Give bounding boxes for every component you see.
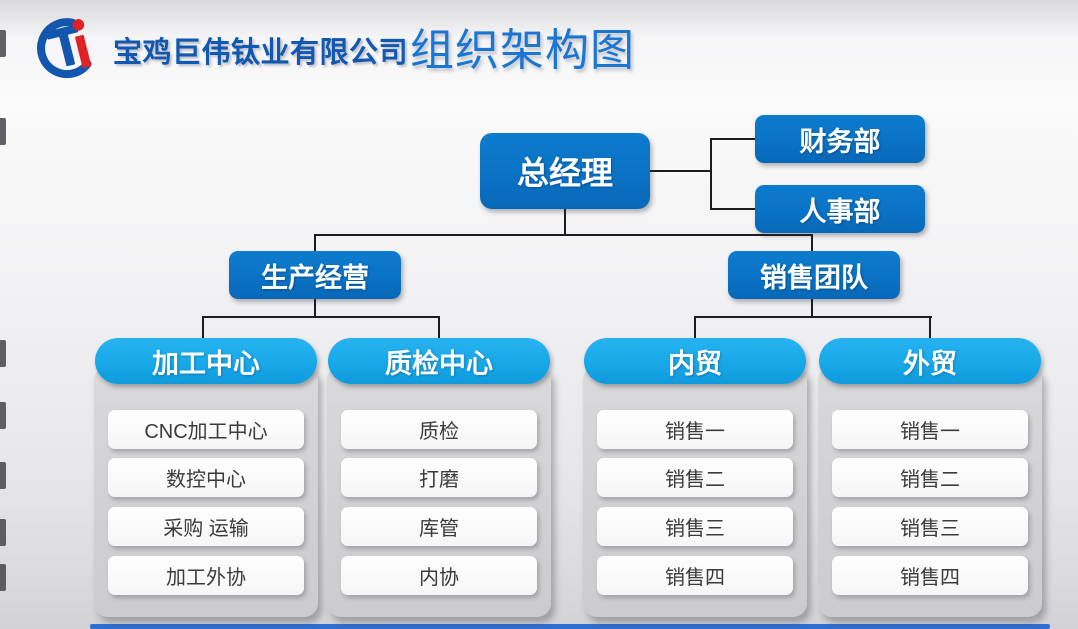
- column-foreign-trade: 外贸 销售一 销售二 销售三 销售四: [818, 338, 1042, 617]
- left-edge-artifact: [0, 564, 6, 591]
- org-node-general-manager: 总经理: [480, 133, 650, 209]
- org-node-hr-dept: 人事部: [755, 185, 925, 233]
- connector-production-down: [314, 299, 316, 318]
- company-name: 宝鸡巨伟钛业有限公司: [113, 37, 409, 69]
- org-item: 库管: [341, 507, 537, 546]
- connector-machining-down: [202, 318, 204, 339]
- left-edge-artifact: [0, 402, 6, 429]
- org-item: 数控中心: [108, 458, 304, 497]
- page-title: 组织架构图: [410, 26, 635, 75]
- connector-foreign-down: [929, 318, 931, 339]
- column-quality-center: 质检中心 质检 打磨 库管 内协: [327, 338, 551, 617]
- footer-accent-bar: [90, 624, 1050, 629]
- group-header-machining-center: 加工中心: [95, 338, 317, 384]
- left-edge-artifact: [0, 118, 6, 145]
- org-item: 销售三: [832, 507, 1028, 546]
- org-item: 质检: [341, 410, 537, 449]
- org-item: CNC加工中心: [108, 410, 304, 449]
- connector-branch-right-down: [811, 236, 813, 251]
- company-logo-icon: [37, 18, 92, 79]
- left-edge-artifact: [0, 30, 6, 57]
- org-node-finance-dept: 财务部: [755, 115, 925, 163]
- left-edge-artifact: [0, 462, 6, 489]
- connector-production-horizontal: [202, 316, 440, 318]
- org-item: 销售四: [597, 556, 793, 595]
- org-item: 内协: [341, 556, 537, 595]
- org-node-sales-team: 销售团队: [728, 251, 900, 299]
- connector-domestic-down: [694, 318, 696, 339]
- connector-to-hr: [712, 208, 756, 210]
- column-machining-center: 加工中心 CNC加工中心 数控中心 采购 运输 加工外协: [94, 338, 318, 617]
- group-header-foreign-trade: 外贸: [819, 338, 1041, 384]
- connector-root-down: [564, 209, 566, 235]
- connector-to-finance: [712, 138, 756, 140]
- column-domestic-trade: 内贸 销售一 销售二 销售三 销售四: [583, 338, 807, 617]
- org-item: 销售一: [597, 410, 793, 449]
- connector-sales-down: [811, 299, 813, 318]
- org-item: 销售一: [832, 410, 1028, 449]
- org-item: 打磨: [341, 458, 537, 497]
- group-header-quality-center: 质检中心: [328, 338, 550, 384]
- left-edge-artifact: [0, 340, 6, 367]
- org-item: 销售二: [597, 458, 793, 497]
- org-item: 加工外协: [108, 556, 304, 595]
- connector-qc-down: [438, 318, 440, 339]
- org-item: 销售二: [832, 458, 1028, 497]
- org-node-production-operations: 生产经营: [229, 251, 401, 299]
- org-item: 销售四: [832, 556, 1028, 595]
- connector-branch-horizontal: [314, 234, 813, 236]
- connector-sales-horizontal: [694, 316, 932, 318]
- connector-root-to-staff: [650, 170, 712, 172]
- connector-staff-vertical: [710, 138, 712, 210]
- connector-branch-left-down: [314, 236, 316, 251]
- org-item: 销售三: [597, 507, 793, 546]
- org-item: 采购 运输: [108, 507, 304, 546]
- group-header-domestic-trade: 内贸: [584, 338, 806, 384]
- left-edge-artifact: [0, 519, 6, 546]
